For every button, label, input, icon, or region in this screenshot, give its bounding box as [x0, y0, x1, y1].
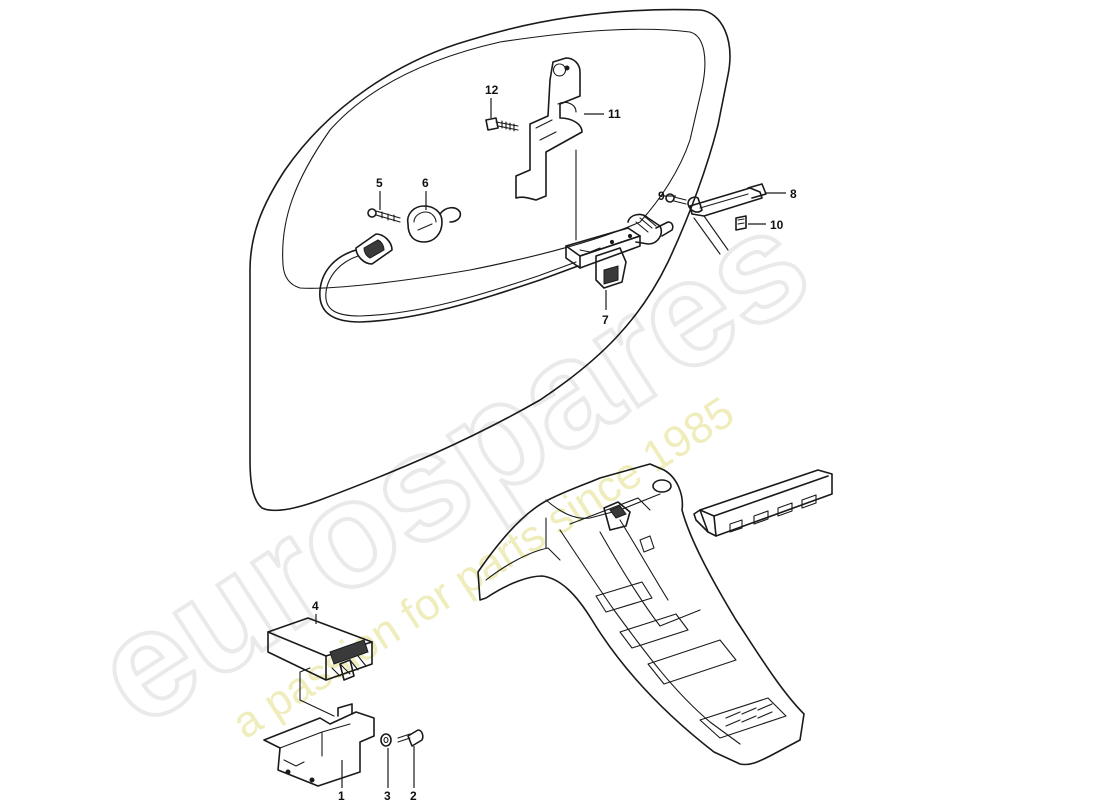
- cable-connector: [319, 233, 579, 323]
- callout-1: 1: [338, 789, 345, 800]
- watermark: eurospares a passion for parts since 198…: [64, 173, 838, 758]
- callout-11: 11: [608, 107, 621, 121]
- part-10-clip: [735, 215, 747, 231]
- callout-9: 9: [658, 189, 665, 203]
- part-11-bracket: [515, 57, 583, 201]
- part-1-bracket: [263, 667, 375, 787]
- center-console: [477, 463, 805, 766]
- part-2-screw: [397, 729, 424, 747]
- callout-4: 4: [312, 599, 319, 613]
- part-3-washer: [380, 733, 392, 747]
- callout-10: 10: [770, 218, 784, 232]
- hatch-glass-outline: [249, 8, 731, 512]
- switch-panel: [693, 469, 833, 537]
- callouts: 12 11 5 6 9 8 10 7 4 1 3 2: [312, 83, 797, 800]
- callout-8: 8: [790, 187, 797, 201]
- part-4-control-unit: [267, 617, 373, 681]
- callout-3: 3: [384, 789, 391, 800]
- leader-lines: [315, 98, 786, 788]
- callout-7: 7: [602, 313, 609, 327]
- callout-12: 12: [485, 83, 499, 97]
- part-6-clip: [406, 205, 462, 243]
- part-8-link-rod: [687, 183, 767, 255]
- watermark-brand: eurospares: [66, 175, 836, 756]
- callout-5: 5: [376, 176, 383, 190]
- callout-6: 6: [422, 176, 429, 190]
- part-12-screw: [485, 117, 519, 132]
- callout-2: 2: [410, 789, 417, 800]
- part-5-screw: [367, 208, 401, 223]
- part-9-screw: [665, 193, 687, 205]
- part-7-actuator: [565, 149, 674, 289]
